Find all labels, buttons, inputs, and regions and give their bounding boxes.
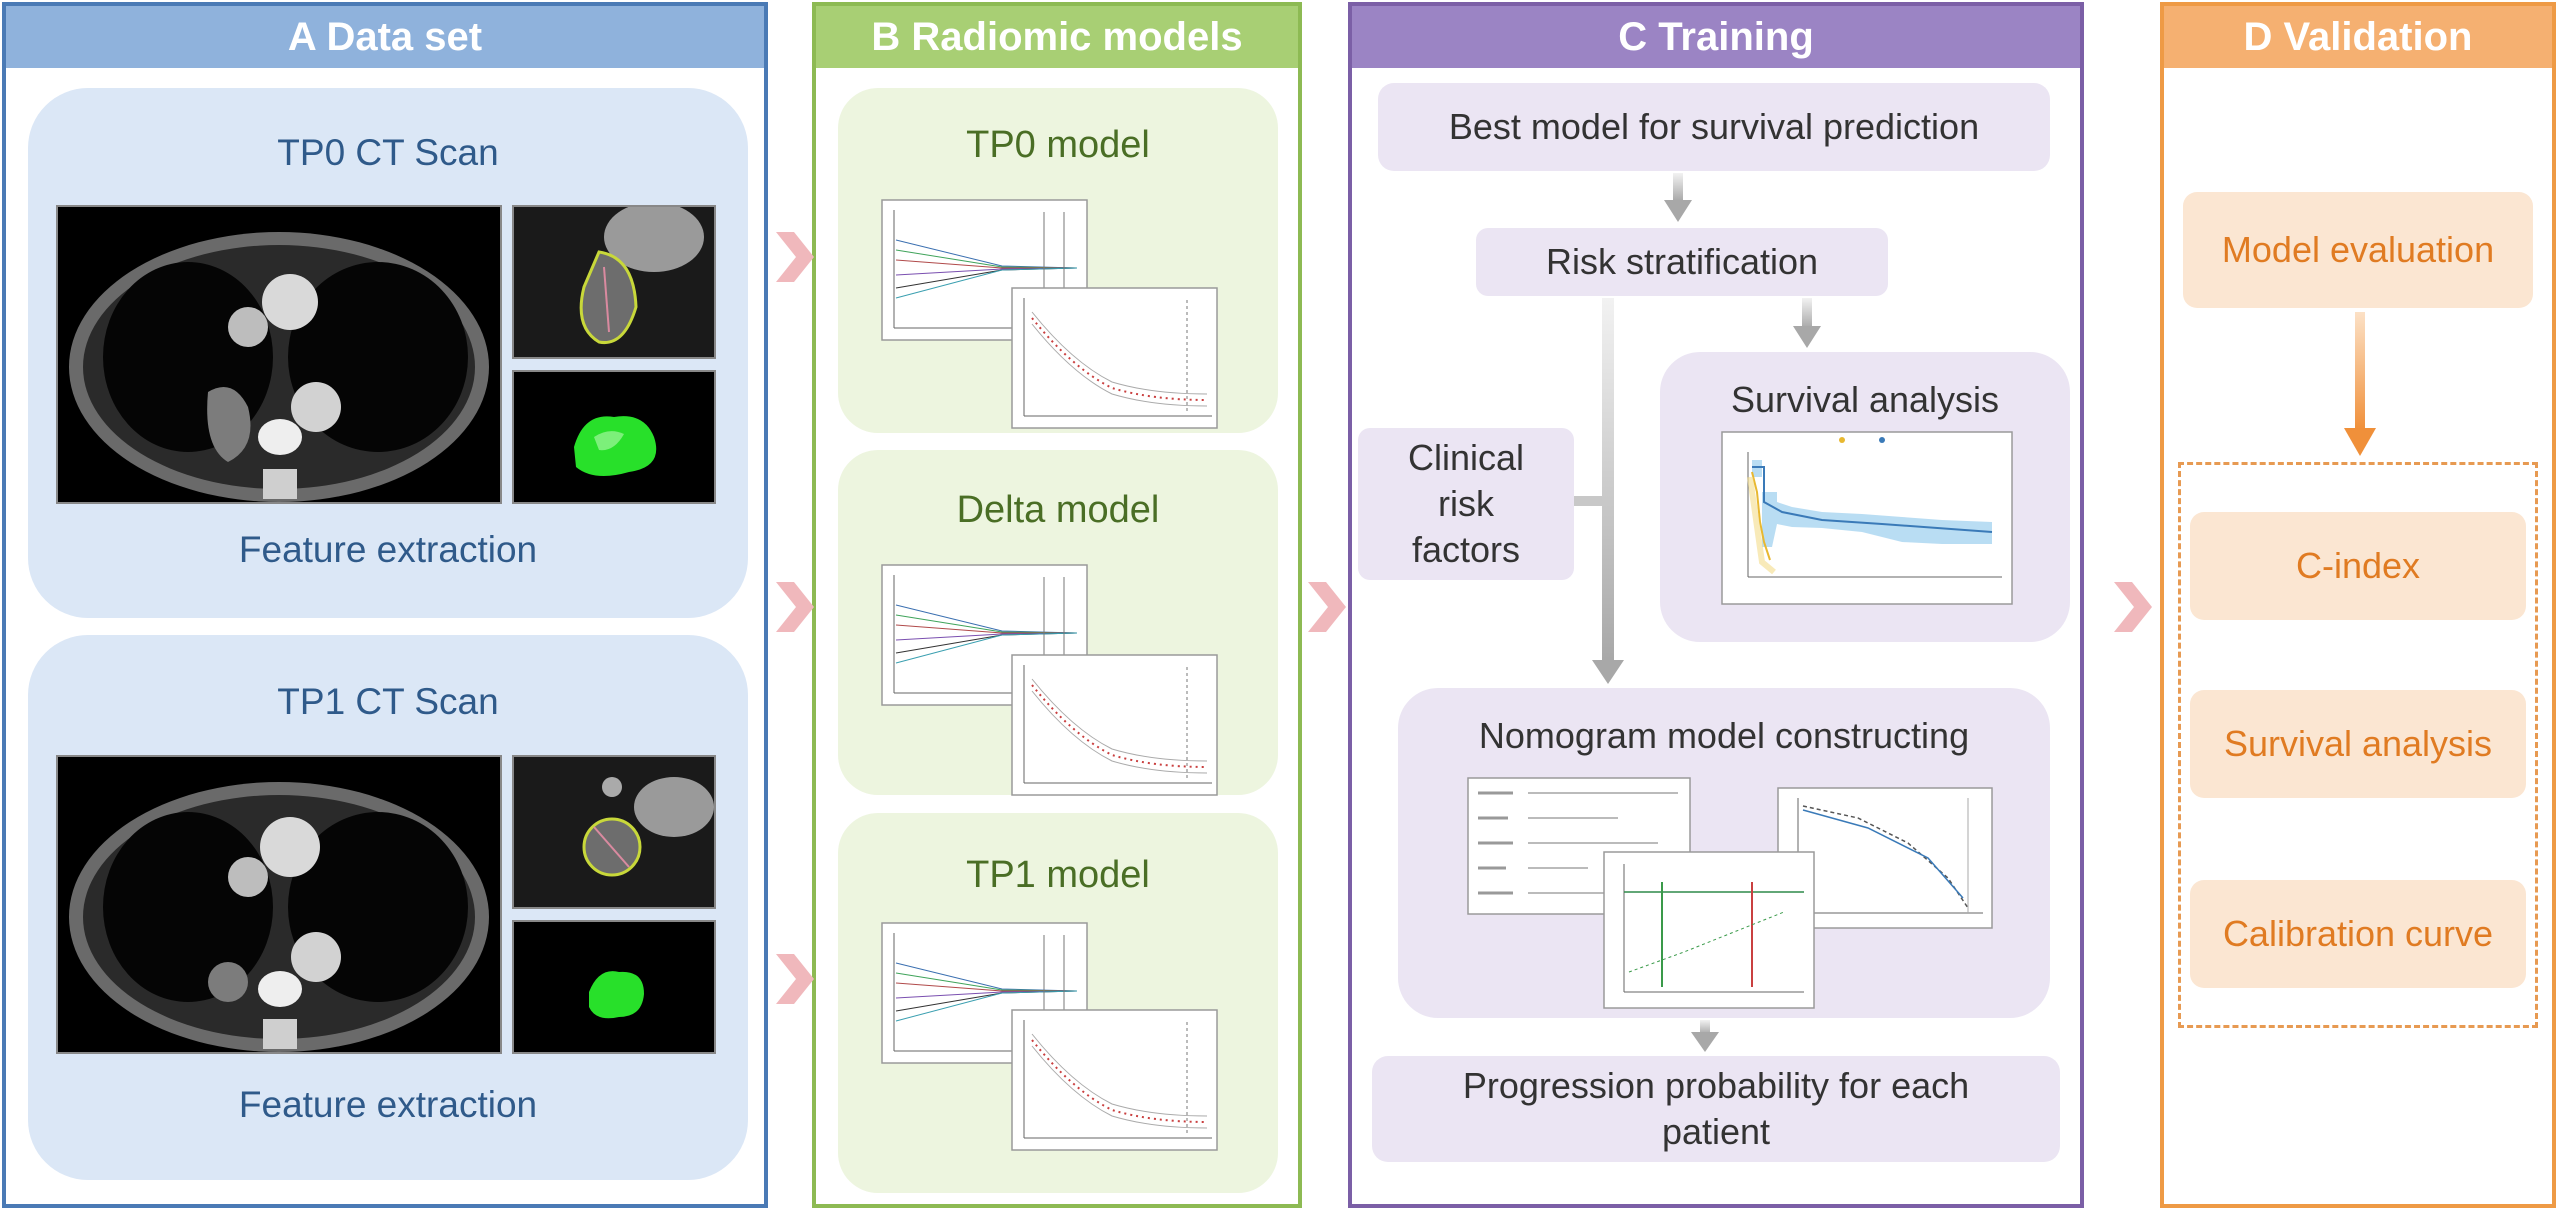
chevron-arrow-a-b-2 (776, 582, 814, 632)
survival-analysis-metric-box: Survival analysis (2190, 690, 2526, 798)
clinical-line-3: factors (1411, 529, 1521, 570)
tp1-model-label: TP1 model (966, 853, 1150, 896)
clinical-risk-factors-box: Clinical risk factors (1358, 428, 1574, 580)
tp0-feature-extraction: Feature extraction (238, 529, 538, 570)
clinical-line-1: Clinical (1407, 437, 1525, 478)
panel-training: C Training (1348, 2, 2084, 1208)
risk-stratification-box: Risk stratification (1476, 228, 1888, 296)
panel-data-set: A Data set (2, 2, 768, 1208)
panel-c-header: C Training (1352, 6, 2080, 68)
progression-probability-box: Progression probability for each patient (1372, 1056, 2060, 1162)
panel-radiomic-models: B Radiomic models (812, 2, 1302, 1208)
panel-validation: D Validation (2160, 2, 2556, 1208)
tp1-tumor-roi-image (512, 755, 716, 909)
panel-a-header: A Data set (6, 6, 764, 68)
panel-b-header: B Radiomic models (816, 6, 1298, 68)
nomogram-label: Nomogram model constructing (1478, 714, 1970, 756)
progression-line-1: Progression probability for each (1462, 1065, 1970, 1106)
calibration-curve-box: Calibration curve (2190, 880, 2526, 988)
chevron-arrow-a-b-3 (776, 954, 814, 1004)
chevron-arrow-b-c (1308, 582, 1346, 632)
delta-model-label: Delta model (956, 488, 1160, 531)
validation-arrow (2344, 312, 2376, 456)
clinical-line-2: risk (1438, 483, 1494, 524)
best-model-box: Best model for survival prediction (1378, 83, 2050, 171)
tp0-ct-image (56, 205, 502, 504)
tp1-feature-extraction: Feature extraction (238, 1084, 538, 1125)
chevron-arrow-a-b-1 (776, 232, 814, 282)
tp1-scan-title: TP1 CT Scan (277, 681, 499, 722)
tp0-tumor-3d-image (512, 370, 716, 504)
c-index-box: C-index (2190, 512, 2526, 620)
tp0-model-label: TP0 model (966, 123, 1150, 166)
chevron-arrow-c-d (2114, 582, 2152, 632)
tp0-scan-title: TP0 CT Scan (277, 132, 499, 173)
validation-metrics-group (2178, 462, 2538, 1028)
progression-line-2: patient (1661, 1111, 1771, 1152)
panel-d-header: D Validation (2164, 6, 2552, 68)
model-evaluation-box: Model evaluation (2183, 192, 2533, 308)
tp1-ct-image (56, 755, 502, 1054)
survival-analysis-label: Survival analysis (1730, 378, 2000, 420)
tp1-tumor-3d-image (512, 920, 716, 1054)
tp0-tumor-roi-image (512, 205, 716, 359)
